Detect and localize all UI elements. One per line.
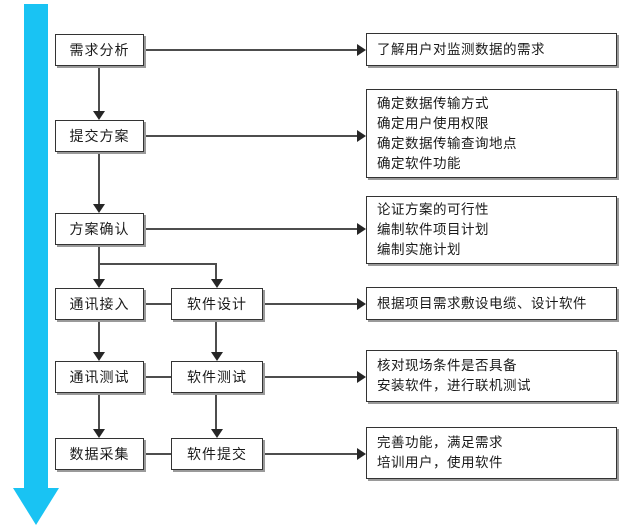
arrowhead-req-to-submit bbox=[93, 111, 105, 120]
connector-req-to-desc bbox=[144, 49, 359, 51]
description-line: 论证方案的可行性 bbox=[377, 202, 489, 217]
connector-confirm-to-desc bbox=[144, 228, 359, 230]
connector-submit-to-desc bbox=[144, 135, 359, 137]
connector-datacollect-to-swdeliver bbox=[144, 453, 171, 455]
description-line: 完善功能，满足需求 bbox=[377, 435, 503, 450]
connector-commtest-to-swtest bbox=[144, 376, 171, 378]
process-direction-arrow-head bbox=[13, 488, 59, 525]
arrowhead-swdeliver-to-desc bbox=[357, 448, 366, 460]
description-plan-confirm: 论证方案的可行性 编制软件项目计划 编制实施计划 bbox=[366, 196, 617, 264]
node-comm-test[interactable]: 通讯测试 bbox=[55, 361, 144, 393]
description-software-test: 核对现场条件是否具备 安装软件，进行联机测试 bbox=[366, 350, 617, 402]
arrowhead-swdesign-to-desc bbox=[357, 298, 366, 310]
arrowhead-confirm-to-comm-access bbox=[93, 279, 105, 288]
description-submit-plan: 确定数据传输方式 确定用户使用权限 确定数据传输查询地点 确定软件功能 bbox=[366, 89, 617, 178]
description-line: 确定数据传输查询地点 bbox=[377, 135, 517, 151]
connector-swtest-to-desc bbox=[263, 376, 359, 378]
arrowhead-submit-to-confirm bbox=[93, 204, 105, 213]
arrowhead-swdesign-to-swtest bbox=[211, 352, 223, 361]
description-line: 根据项目需求敷设电缆、设计软件 bbox=[377, 295, 587, 311]
node-software-test[interactable]: 软件测试 bbox=[171, 361, 263, 393]
connector-commaccess-to-commtest bbox=[98, 320, 100, 352]
arrowhead-commtest-to-datacollect bbox=[93, 429, 105, 438]
description-line: 安装软件，进行联机测试 bbox=[377, 378, 531, 393]
description-line: 培训用户，使用软件 bbox=[377, 455, 503, 470]
node-requirement-analysis[interactable]: 需求分析 bbox=[55, 34, 144, 66]
arrowhead-commaccess-to-commtest bbox=[93, 352, 105, 361]
process-direction-arrow-shaft bbox=[24, 4, 48, 488]
node-software-deliver[interactable]: 软件提交 bbox=[171, 438, 263, 470]
description-line: 了解用户对监测数据的需求 bbox=[377, 41, 545, 57]
description-line: 核对现场条件是否具备 bbox=[377, 358, 517, 373]
arrowhead-swtest-to-desc bbox=[357, 371, 366, 383]
connector-swtest-to-swdeliver bbox=[215, 393, 217, 429]
node-submit-plan[interactable]: 提交方案 bbox=[55, 120, 144, 152]
node-plan-confirm[interactable]: 方案确认 bbox=[55, 213, 144, 245]
node-comm-access[interactable]: 通讯接入 bbox=[55, 288, 144, 320]
connector-commaccess-to-swdesign bbox=[144, 303, 171, 305]
arrowhead-swtest-to-swdeliver bbox=[211, 429, 223, 438]
node-software-design[interactable]: 软件设计 bbox=[171, 288, 263, 320]
arrowhead-confirm-to-desc bbox=[357, 223, 366, 235]
connector-submit-to-confirm bbox=[98, 152, 100, 204]
connector-confirm-to-comm-access bbox=[98, 263, 100, 279]
description-software-design: 根据项目需求敷设电缆、设计软件 bbox=[366, 287, 617, 320]
description-line: 确定数据传输方式 bbox=[377, 95, 489, 111]
node-data-collect[interactable]: 数据采集 bbox=[55, 438, 144, 470]
arrowhead-submit-to-desc bbox=[357, 130, 366, 142]
description-software-deliver: 完善功能，满足需求 培训用户，使用软件 bbox=[366, 427, 617, 479]
description-line: 编制实施计划 bbox=[377, 242, 461, 257]
connector-commtest-to-datacollect bbox=[98, 393, 100, 429]
arrowhead-req-to-desc bbox=[357, 44, 366, 56]
description-line: 确定用户使用权限 bbox=[377, 115, 489, 131]
connector-swdesign-to-swtest bbox=[215, 320, 217, 352]
connector-confirm-to-software-design bbox=[215, 263, 217, 279]
description-line: 确定软件功能 bbox=[377, 155, 461, 171]
connector-swdesign-to-desc bbox=[263, 303, 359, 305]
connector-confirm-branch-bar bbox=[98, 263, 217, 265]
connector-swdeliver-to-desc bbox=[263, 453, 359, 455]
connector-req-to-submit bbox=[98, 66, 100, 111]
description-requirement-analysis: 了解用户对监测数据的需求 bbox=[366, 33, 617, 66]
arrowhead-confirm-to-software-design bbox=[211, 279, 223, 288]
connector-confirm-branch-stem bbox=[98, 245, 100, 263]
description-line: 编制软件项目计划 bbox=[377, 222, 489, 237]
